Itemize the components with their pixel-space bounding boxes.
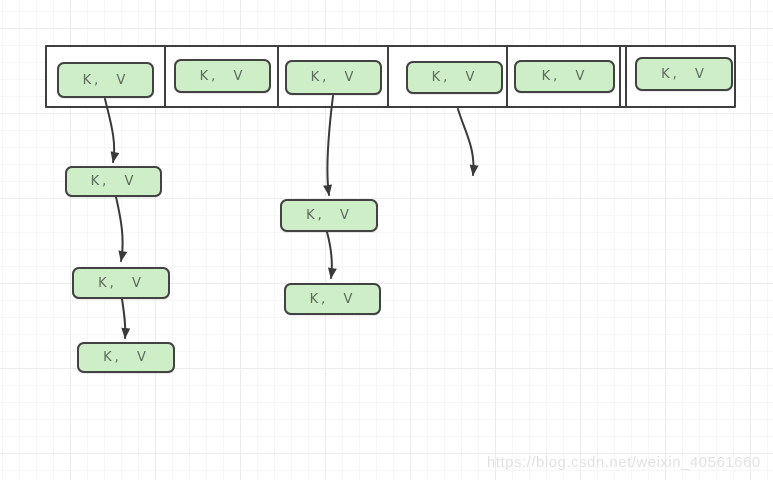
- bucket-cell-5: [625, 47, 734, 106]
- bucket-5-entry-node: K, V: [635, 57, 733, 91]
- arrow-bucket0-to-chain0: [104, 98, 120, 163]
- chain-0-node-2: K, V: [77, 342, 175, 373]
- arrow-bucket2-to-chain2: [323, 95, 334, 196]
- bucket-4-entry-node: K, V: [514, 60, 615, 93]
- arrow-bucket3-dangling: [457, 108, 479, 176]
- arrow-chain2-node0-to-node1: [326, 231, 337, 279]
- bucket-array: [45, 45, 736, 108]
- chain-0-node-0: K, V: [65, 166, 162, 197]
- watermark: https://blog.csdn.net/weixin_40561660: [487, 454, 761, 471]
- arrow-chain0-node0-to-node1: [115, 196, 128, 262]
- bucket-3-entry-node: K, V: [406, 61, 503, 94]
- bucket-cell-2: [279, 47, 389, 106]
- chain-2-node-0: K, V: [280, 199, 378, 232]
- bucket-2-entry-node: K, V: [285, 60, 382, 95]
- chain-0-node-1: K, V: [72, 267, 170, 299]
- bucket-cell-3: [389, 47, 508, 106]
- bucket-cell-1: [166, 47, 279, 106]
- bucket-cell-0: [47, 47, 166, 106]
- bucket-1-entry-node: K, V: [174, 59, 271, 93]
- bucket-cell-4: [508, 47, 621, 106]
- chain-2-node-1: K, V: [284, 283, 381, 315]
- bucket-0-entry-node: K, V: [57, 62, 154, 98]
- arrow-chain0-node1-to-node2: [121, 298, 131, 339]
